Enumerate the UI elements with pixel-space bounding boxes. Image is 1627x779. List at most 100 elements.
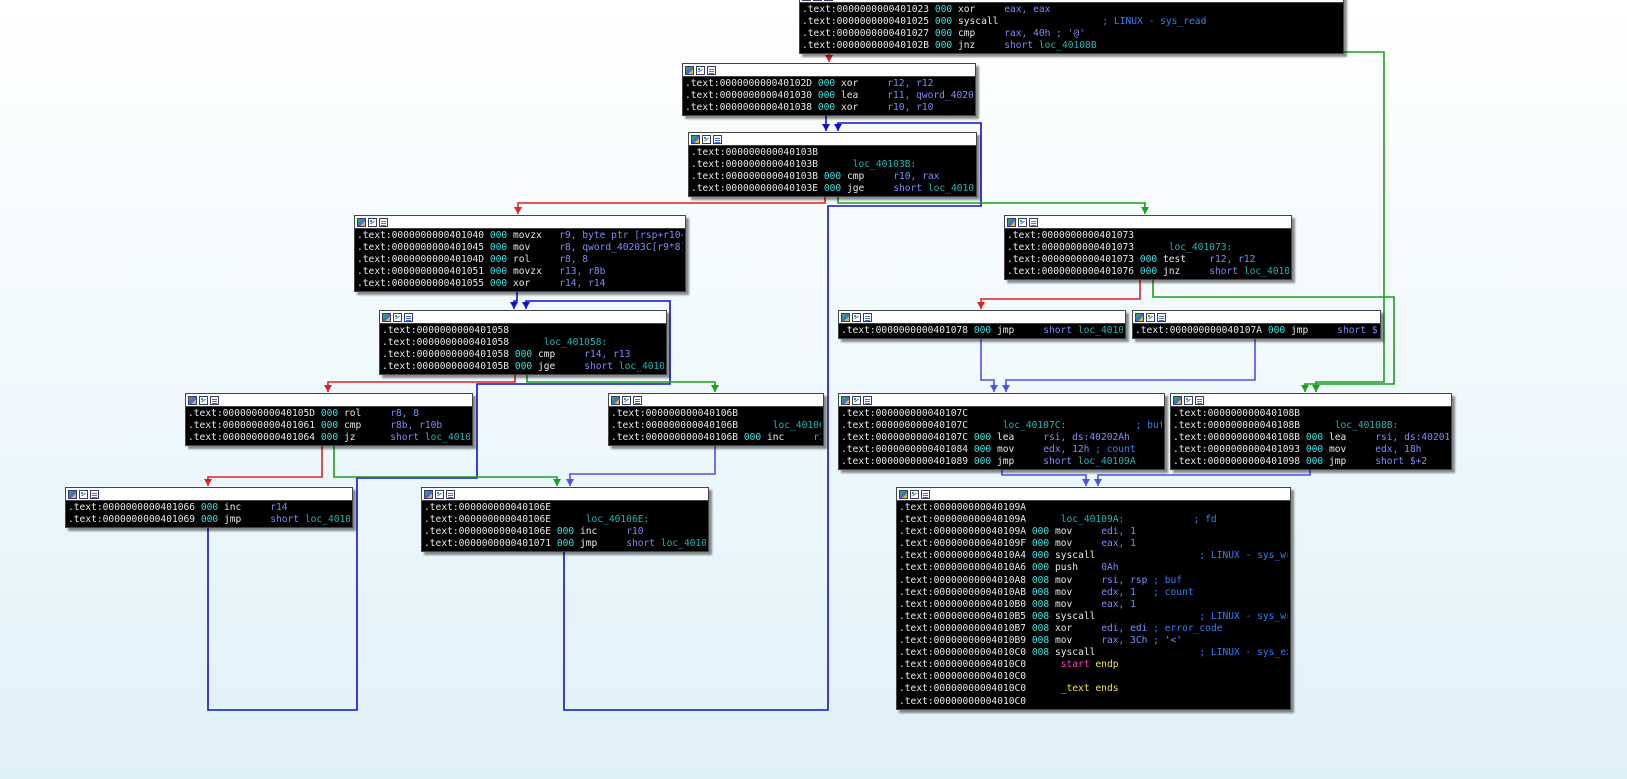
code-block-n7[interactable]: .text:0000000000401066 000 inc r14.text:… — [65, 487, 353, 529]
code-block-n0[interactable]: .text:0000000000401023 000 xor eax, eax.… — [799, 0, 1344, 55]
graph-icon[interactable] — [1018, 217, 1027, 227]
asm-line[interactable]: .text:0000000000401061 000 cmp r8b, r10b — [188, 420, 470, 432]
code-block-n8[interactable]: .text:000000000040106E .text:000000000040… — [421, 487, 709, 553]
asm-line[interactable]: .text:00000000004010C0 start endp — [899, 659, 1288, 671]
asm-line[interactable]: .text:000000000040106E — [424, 502, 706, 514]
edge-n10-n12[interactable] — [980, 337, 995, 392]
edge-n2-n9-true[interactable] — [837, 195, 1146, 214]
color-icon[interactable] — [685, 65, 694, 75]
code-block-n13[interactable]: .text:000000000040108B.text:000000000040… — [1170, 393, 1452, 471]
asm-line[interactable]: .text:0000000000401058 — [382, 325, 664, 337]
edge-n9-n10-false[interactable] — [980, 279, 1141, 309]
edge-n11-n12[interactable] — [1005, 337, 1256, 392]
graph-icon[interactable] — [696, 65, 705, 75]
asm-line[interactable]: .text:00000000004010A6 000 push 0Ah — [899, 562, 1288, 574]
code-block-n2[interactable]: .text:000000000040103B.text:000000000040… — [688, 132, 977, 198]
node-title-bar[interactable] — [1171, 394, 1451, 407]
graph-icon[interactable] — [199, 395, 208, 405]
graph-icon[interactable] — [79, 489, 88, 499]
node-title-bar[interactable] — [800, 0, 1343, 3]
color-icon[interactable] — [382, 312, 391, 322]
asm-line[interactable]: .text:0000000000401040 000 movzx r9, byt… — [357, 230, 683, 242]
graph-icon[interactable] — [702, 134, 711, 144]
node-title-bar[interactable] — [839, 311, 1125, 324]
list-icon[interactable] — [446, 489, 455, 499]
node-title-bar[interactable] — [186, 394, 472, 407]
graph-icon[interactable] — [1146, 312, 1155, 322]
color-icon[interactable] — [691, 134, 700, 144]
list-icon[interactable] — [379, 217, 388, 227]
code-block-n14[interactable]: .text:000000000040109A.text:000000000040… — [896, 487, 1291, 710]
node-title-bar[interactable] — [897, 488, 1290, 501]
asm-line[interactable]: .text:000000000040105B 000 jge short loc… — [382, 361, 664, 373]
asm-line[interactable]: .text:000000000040109A 000 mov edi, 1 — [899, 526, 1288, 538]
asm-line[interactable]: .text:0000000000401089 000 jmp short loc… — [841, 456, 1162, 468]
asm-line[interactable]: .text:000000000040108B loc_40108B: — [1173, 420, 1449, 432]
asm-line[interactable]: .text:000000000040102D 000 xor r12, r12 — [685, 78, 973, 90]
color-icon[interactable] — [841, 312, 850, 322]
asm-line[interactable]: .text:000000000040107C 000 lea rsi, ds:4… — [841, 432, 1162, 444]
list-icon[interactable] — [90, 489, 99, 499]
asm-line[interactable]: .text:00000000004010B9 008 mov rax, 3Ch … — [899, 635, 1288, 647]
asm-line[interactable]: .text:00000000004010B0 008 mov eax, 1 — [899, 599, 1288, 611]
asm-line[interactable]: .text:0000000000401058 000 cmp r14, r13 — [382, 349, 664, 361]
node-title-bar[interactable] — [355, 216, 685, 229]
code-block-n1[interactable]: .text:000000000040102D 000 xor r12, r12.… — [682, 63, 976, 117]
color-icon[interactable] — [1007, 217, 1016, 227]
asm-line[interactable]: .text:0000000000401038 000 xor r10, r10 — [685, 102, 973, 114]
asm-line[interactable]: .text:00000000004010A8 008 mov rsi, rsp … — [899, 575, 1288, 587]
code-block-n6[interactable]: .text:000000000040106B.text:000000000040… — [608, 393, 824, 447]
asm-line[interactable]: .text:0000000000401098 000 jmp short $+2 — [1173, 456, 1449, 468]
list-icon[interactable] — [633, 395, 642, 405]
list-icon[interactable] — [863, 312, 872, 322]
asm-line[interactable]: .text:000000000040103B — [691, 147, 974, 159]
asm-line[interactable]: .text:0000000000401093 000 mov edx, 18h — [1173, 444, 1449, 456]
code-block-n12[interactable]: .text:000000000040107C.text:000000000040… — [838, 393, 1165, 471]
list-icon[interactable] — [404, 312, 413, 322]
asm-line[interactable]: .text:000000000040103B loc_40103B: — [691, 159, 974, 171]
asm-line[interactable]: .text:000000000040108B — [1173, 408, 1449, 420]
asm-line[interactable]: .text:000000000040109F 000 mov eax, 1 — [899, 538, 1288, 550]
code-block-n9[interactable]: .text:0000000000401073 .text:000000000040… — [1004, 215, 1292, 281]
color-icon[interactable] — [1135, 312, 1144, 322]
code-block-n5[interactable]: .text:000000000040105D 000 rol r8, 8.tex… — [185, 393, 473, 447]
asm-line[interactable]: .text:000000000040107C loc_40107C: ; buf — [841, 420, 1162, 432]
list-icon[interactable] — [713, 134, 722, 144]
asm-line[interactable]: .text:000000000040106B — [611, 408, 821, 420]
code-block-n4[interactable]: .text:0000000000401058.text:000000000040… — [379, 310, 667, 376]
asm-line[interactable]: .text:0000000000401078 000 jmp short loc… — [841, 325, 1123, 337]
asm-line[interactable]: .text:0000000000401069 000 jmp short loc… — [68, 514, 350, 526]
edge-n5-n7-false[interactable] — [207, 444, 323, 486]
asm-line[interactable]: .text:0000000000401066 000 inc r14 — [68, 502, 350, 514]
graph-icon[interactable] — [393, 312, 402, 322]
graph-icon[interactable] — [852, 395, 861, 405]
graph-icon[interactable] — [910, 489, 919, 499]
asm-line[interactable]: .text:000000000040102B 000 jnz short loc… — [802, 40, 1341, 52]
asm-line[interactable]: .text:000000000040105D 000 rol r8, 8 — [188, 408, 470, 420]
asm-line[interactable]: .text:000000000040108B 000 lea rsi, ds:4… — [1173, 432, 1449, 444]
list-icon[interactable] — [1195, 395, 1204, 405]
node-title-bar[interactable] — [689, 133, 976, 146]
list-icon[interactable] — [1157, 312, 1166, 322]
asm-line[interactable]: .text:0000000000401073 — [1007, 230, 1289, 242]
asm-line[interactable]: .text:0000000000401073 000 test r12, r12 — [1007, 254, 1289, 266]
graph-icon[interactable] — [813, 0, 822, 1]
asm-line[interactable]: .text:0000000000401027 000 cmp rax, 40h … — [802, 28, 1341, 40]
asm-line[interactable]: .text:000000000040106E 000 inc r10 — [424, 526, 706, 538]
asm-line[interactable]: .text:0000000000401045 000 mov r8, qword… — [357, 242, 683, 254]
asm-line[interactable]: .text:000000000040103B 000 cmp r10, rax — [691, 171, 974, 183]
asm-line[interactable]: .text:0000000000401051 000 movzx r13, r8… — [357, 266, 683, 278]
asm-line[interactable]: .text:00000000004010C0 _text ends — [899, 683, 1288, 695]
list-icon[interactable] — [210, 395, 219, 405]
edge-n6-n8[interactable] — [569, 444, 716, 486]
node-title-bar[interactable] — [380, 311, 666, 324]
edge-n5-n8-true[interactable] — [333, 444, 558, 486]
list-icon[interactable] — [921, 489, 930, 499]
edge-n3-n4[interactable] — [513, 292, 518, 309]
asm-line[interactable]: .text:0000000000401058 loc_401058: — [382, 337, 664, 349]
code-block-n3[interactable]: .text:0000000000401040 000 movzx r9, byt… — [354, 215, 686, 293]
color-icon[interactable] — [611, 395, 620, 405]
node-title-bar[interactable] — [609, 394, 823, 407]
color-icon[interactable] — [899, 489, 908, 499]
node-title-bar[interactable] — [839, 394, 1164, 407]
